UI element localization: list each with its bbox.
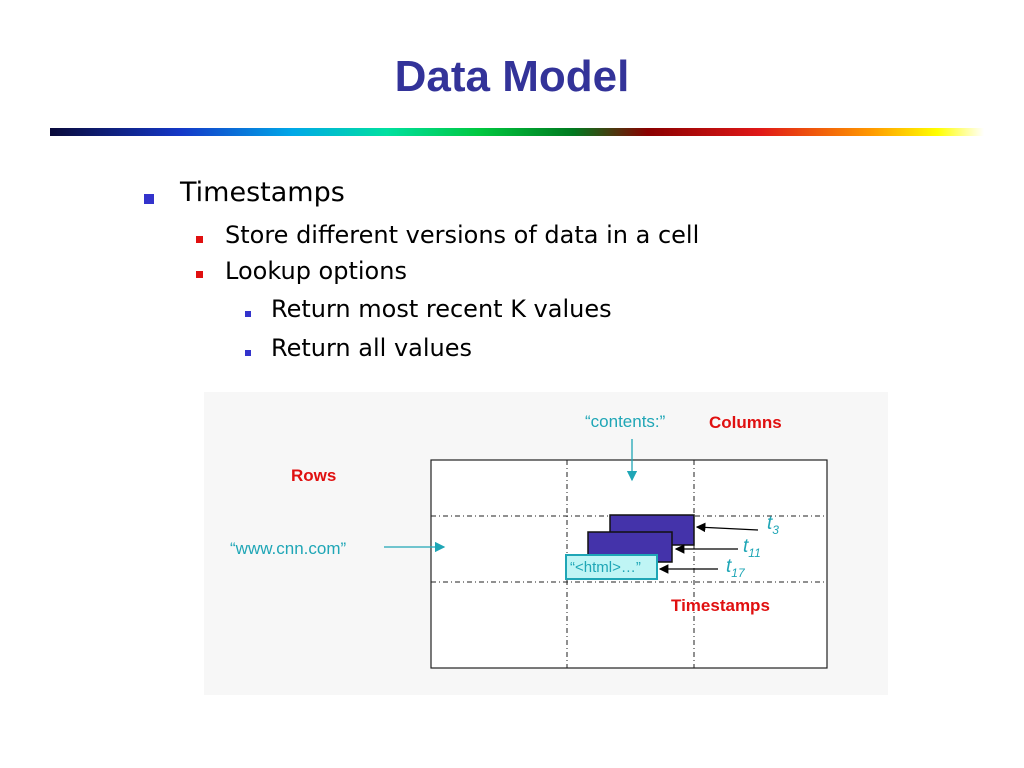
slide-title: Data Model — [394, 52, 630, 101]
bullet-square-icon — [144, 194, 154, 204]
bullet-timestamps: Timestamps — [180, 177, 345, 208]
columns-label: Columns — [709, 413, 782, 432]
bullet-square-icon — [245, 311, 251, 317]
bullet-square-icon — [196, 236, 203, 243]
gradient-divider — [50, 128, 984, 136]
timestamp-arrow — [695, 522, 759, 533]
data-model-figure: “contents:” Columns Rows “www.cnn.com” “… — [204, 392, 888, 695]
timestamps-label: Timestamps — [671, 596, 770, 615]
timestamp-t17: t17 — [726, 556, 745, 580]
figure-diagram — [384, 439, 828, 669]
bullet-square-icon — [245, 350, 251, 356]
bullet-lookup-options: Lookup options — [225, 257, 407, 285]
bullet-most-recent-k: Return most recent K values — [271, 295, 612, 323]
row-key-label: “www.cnn.com” — [230, 539, 347, 558]
bullet-store-versions: Store different versions of data in a ce… — [225, 221, 700, 249]
bullet-square-icon — [196, 271, 203, 278]
rows-label: Rows — [291, 466, 337, 485]
cell-value-label: “<html>…” — [570, 559, 641, 576]
bullet-all-values: Return all values — [271, 334, 472, 362]
timestamp-t3: t3 — [767, 513, 779, 537]
version-box-t17 — [565, 554, 658, 580]
column-name-label: “contents:” — [585, 412, 666, 431]
timestamp-t11: t11 — [743, 536, 761, 560]
